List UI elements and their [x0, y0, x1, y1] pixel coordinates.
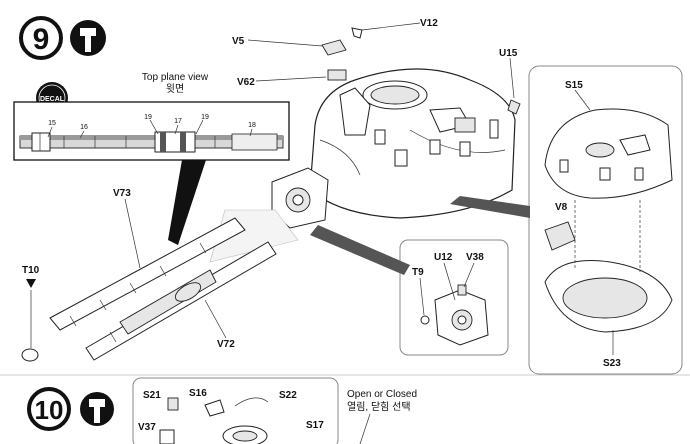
top-view-title: Top plane view [142, 72, 209, 83]
label-v62: V62 [237, 77, 255, 88]
step-10-box [132, 377, 339, 444]
decal-label: DECAL [40, 96, 65, 103]
label-s15: S15 [565, 80, 583, 91]
decal-number-17: 17 [174, 118, 182, 125]
label-s21: S21 [143, 390, 161, 401]
cement-tube-icon [70, 20, 106, 56]
detail-pointer-middle [310, 225, 410, 275]
label-s22: S22 [279, 390, 297, 401]
label-v8: V8 [555, 202, 568, 213]
barrel-assembly [49, 217, 277, 361]
label-v12: V12 [420, 18, 438, 29]
top-view-subtitle: 윗면 [166, 83, 184, 95]
label-t9: T9 [412, 267, 424, 278]
label-v73: V73 [113, 188, 131, 199]
part-u15 [507, 99, 521, 115]
part-t10: T10 [21, 265, 40, 362]
part-v5 [321, 39, 347, 56]
part-v8 [544, 221, 576, 251]
part-v12 [351, 27, 363, 39]
step-10-parts [159, 397, 269, 444]
decal-number-15: 15 [48, 120, 56, 127]
decal-number-16: 16 [80, 124, 88, 131]
callout-wedge [168, 160, 206, 245]
step-9-number: 9 [33, 23, 50, 56]
label-v5: V5 [232, 36, 245, 47]
label-v37: V37 [138, 422, 156, 433]
part-v62 [327, 69, 347, 81]
label-v38: V38 [466, 252, 484, 263]
label-s17: S17 [306, 420, 324, 431]
open-closed-note: Open or Closed [347, 389, 417, 400]
mantlet-detail [420, 284, 489, 346]
decal-number-19b: 19 [201, 114, 209, 121]
turret-detail [544, 108, 673, 333]
step-10-badge: 10 [27, 387, 71, 431]
decal-number-18: 18 [248, 122, 256, 129]
label-s23: S23 [603, 358, 621, 369]
top-view-box: 15 16 19 17 19 18 [13, 101, 290, 161]
mantlet [271, 167, 329, 229]
detail-pointer-right [450, 196, 530, 218]
decal-number-19a: 19 [144, 114, 152, 121]
label-s16: S16 [189, 388, 207, 399]
cement-tube-icon [80, 392, 114, 426]
turret-main [309, 68, 516, 219]
step-10-number: 10 [35, 395, 64, 425]
label-u12: U12 [434, 252, 453, 263]
label-v72: V72 [217, 339, 235, 350]
label-u15: U15 [499, 48, 518, 59]
label-t10: T10 [22, 265, 40, 276]
step-9-badge: 9 [19, 16, 63, 60]
open-closed-note-ko: 열림, 닫힘 선택 [347, 401, 411, 413]
